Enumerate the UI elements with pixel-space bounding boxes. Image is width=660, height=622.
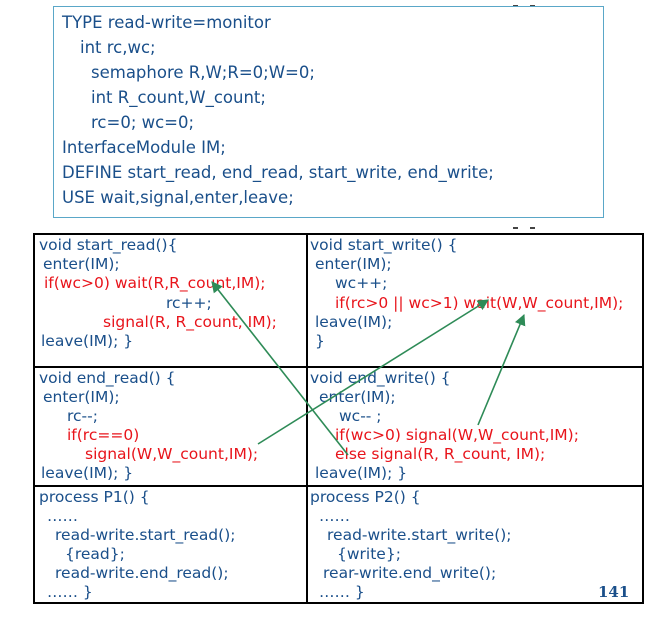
- mid-tick-right: [530, 227, 535, 229]
- declaration-line: DEFINE start_read, end_read, start_write…: [62, 163, 494, 182]
- code-line: if(rc>0 || wc>1) wait(W,W_count,IM);: [335, 294, 624, 312]
- code-line: process P2() {: [310, 488, 421, 506]
- code-line: wc-- ;: [339, 407, 382, 425]
- declaration-line: USE wait,signal,enter,leave;: [62, 188, 294, 207]
- code-line: void end_write() {: [310, 369, 451, 387]
- declaration-line: int rc,wc;: [80, 38, 156, 57]
- mid-tick-left: [513, 227, 518, 229]
- end-write-cell: void end_write() { enter(IM); wc-- ; if(…: [307, 367, 644, 485]
- code-line: else signal(R, R_count, IM);: [335, 445, 546, 463]
- code-line: signal(W,W_count,IM);: [85, 445, 259, 463]
- code-line: if(wc>0) signal(W,W_count,IM);: [335, 426, 579, 444]
- declaration-line: int R_count,W_count;: [91, 88, 266, 107]
- code-line: ……: [47, 507, 78, 525]
- declaration-line: semaphore R,W;R=0;W=0;: [91, 63, 315, 82]
- process-p1-cell: process P1() { …… read-write.start_read(…: [35, 486, 306, 602]
- start-read-cell: void start_read(){ enter(IM); if(wc>0) w…: [35, 235, 306, 366]
- code-line: rc--;: [67, 407, 98, 425]
- code-line: void start_write() {: [310, 236, 458, 254]
- code-line: void end_read() {: [39, 369, 176, 387]
- declaration-line: TYPE read-write=monitor: [62, 13, 271, 32]
- code-line: enter(IM);: [315, 255, 392, 273]
- start-write-cell: void start_write() { enter(IM); wc++; if…: [307, 235, 644, 366]
- declaration-line: InterfaceModule IM;: [62, 138, 226, 157]
- declaration-box: TYPE read-write=monitor int rc,wc; semap…: [53, 6, 604, 218]
- code-line: leave(IM); }: [41, 332, 134, 350]
- declaration-line: rc=0; wc=0;: [91, 113, 195, 132]
- code-line: read-write.start_read();: [55, 526, 236, 544]
- code-line: rc++;: [166, 294, 212, 312]
- code-line: enter(IM);: [43, 388, 120, 406]
- code-line: read-write.end_read();: [55, 564, 229, 582]
- code-line: ……: [319, 507, 350, 525]
- code-line: process P1() {: [39, 488, 150, 506]
- code-line: read-write.start_write();: [327, 526, 512, 544]
- code-line: enter(IM);: [319, 388, 396, 406]
- code-line: leave(IM);: [315, 313, 393, 331]
- end-read-cell: void end_read() { enter(IM); rc--; if(rc…: [35, 367, 306, 485]
- code-line: }: [315, 332, 325, 350]
- code-line: rear-write.end_write();: [323, 564, 497, 582]
- code-line: enter(IM);: [43, 255, 120, 273]
- monitor-procedures-table: void start_read(){ enter(IM); if(wc>0) w…: [33, 233, 644, 604]
- code-line: if(wc>0) wait(R,R_count,IM);: [44, 274, 266, 292]
- process-p2-cell: process P2() { …… read-write.start_write…: [307, 486, 644, 602]
- code-line: wc++;: [335, 274, 388, 292]
- code-line: leave(IM); }: [41, 464, 134, 482]
- code-line: …… }: [47, 583, 93, 601]
- code-line: …… }: [319, 583, 365, 601]
- code-line: leave(IM); }: [315, 464, 408, 482]
- code-line: {write};: [337, 545, 401, 563]
- code-line: {read};: [65, 545, 125, 563]
- code-line: void start_read(){: [39, 236, 178, 254]
- code-line: signal(R, R_count, IM);: [103, 313, 277, 331]
- page-number: 141: [598, 583, 630, 601]
- row-divider: [35, 485, 642, 487]
- code-line: if(rc==0): [67, 426, 140, 444]
